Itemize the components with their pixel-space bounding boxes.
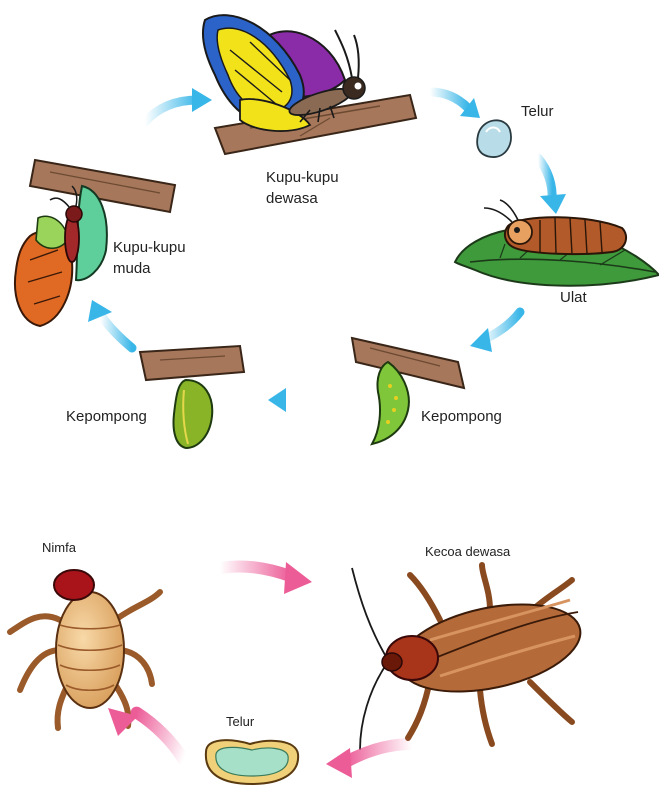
arrow-pupa-to-pupa — [268, 388, 337, 412]
arrow-adult-to-ootheca — [326, 744, 412, 778]
arrow-ootheca-to-nymph — [108, 708, 193, 759]
label-young-line1: Kupu-kupu — [113, 238, 186, 257]
label-larva: Ulat — [560, 288, 587, 307]
nymph-icon — [10, 570, 160, 728]
ootheca-icon — [206, 740, 298, 784]
chrysalis-icon — [174, 380, 213, 448]
label-cockroach-egg: Telur — [226, 714, 254, 730]
branch-icon — [30, 160, 175, 212]
label-young-line2: muda — [113, 259, 151, 278]
arrow-young-to-adult — [145, 88, 212, 122]
arrow-egg-to-larva — [538, 158, 566, 214]
label-adult-line2: dewasa — [266, 189, 318, 208]
label-nymph: Nimfa — [42, 540, 76, 556]
branch-icon — [352, 338, 464, 388]
egg-icon — [477, 120, 511, 157]
arrow-nymph-to-adult — [220, 562, 312, 594]
label-egg: Telur — [521, 102, 554, 121]
arrow-adult-to-egg — [430, 92, 480, 118]
label-pupa-right: Kepompong — [421, 407, 502, 426]
label-cockroach-adult: Kecoa dewasa — [425, 544, 510, 560]
label-pupa-left: Kepompong — [66, 407, 147, 426]
arrow-pupa-to-young — [88, 300, 132, 348]
branch-icon — [140, 346, 244, 380]
label-adult-line1: Kupu-kupu — [266, 168, 339, 187]
arrow-larva-to-pupa — [470, 312, 520, 352]
cockroach-icon — [352, 565, 588, 750]
